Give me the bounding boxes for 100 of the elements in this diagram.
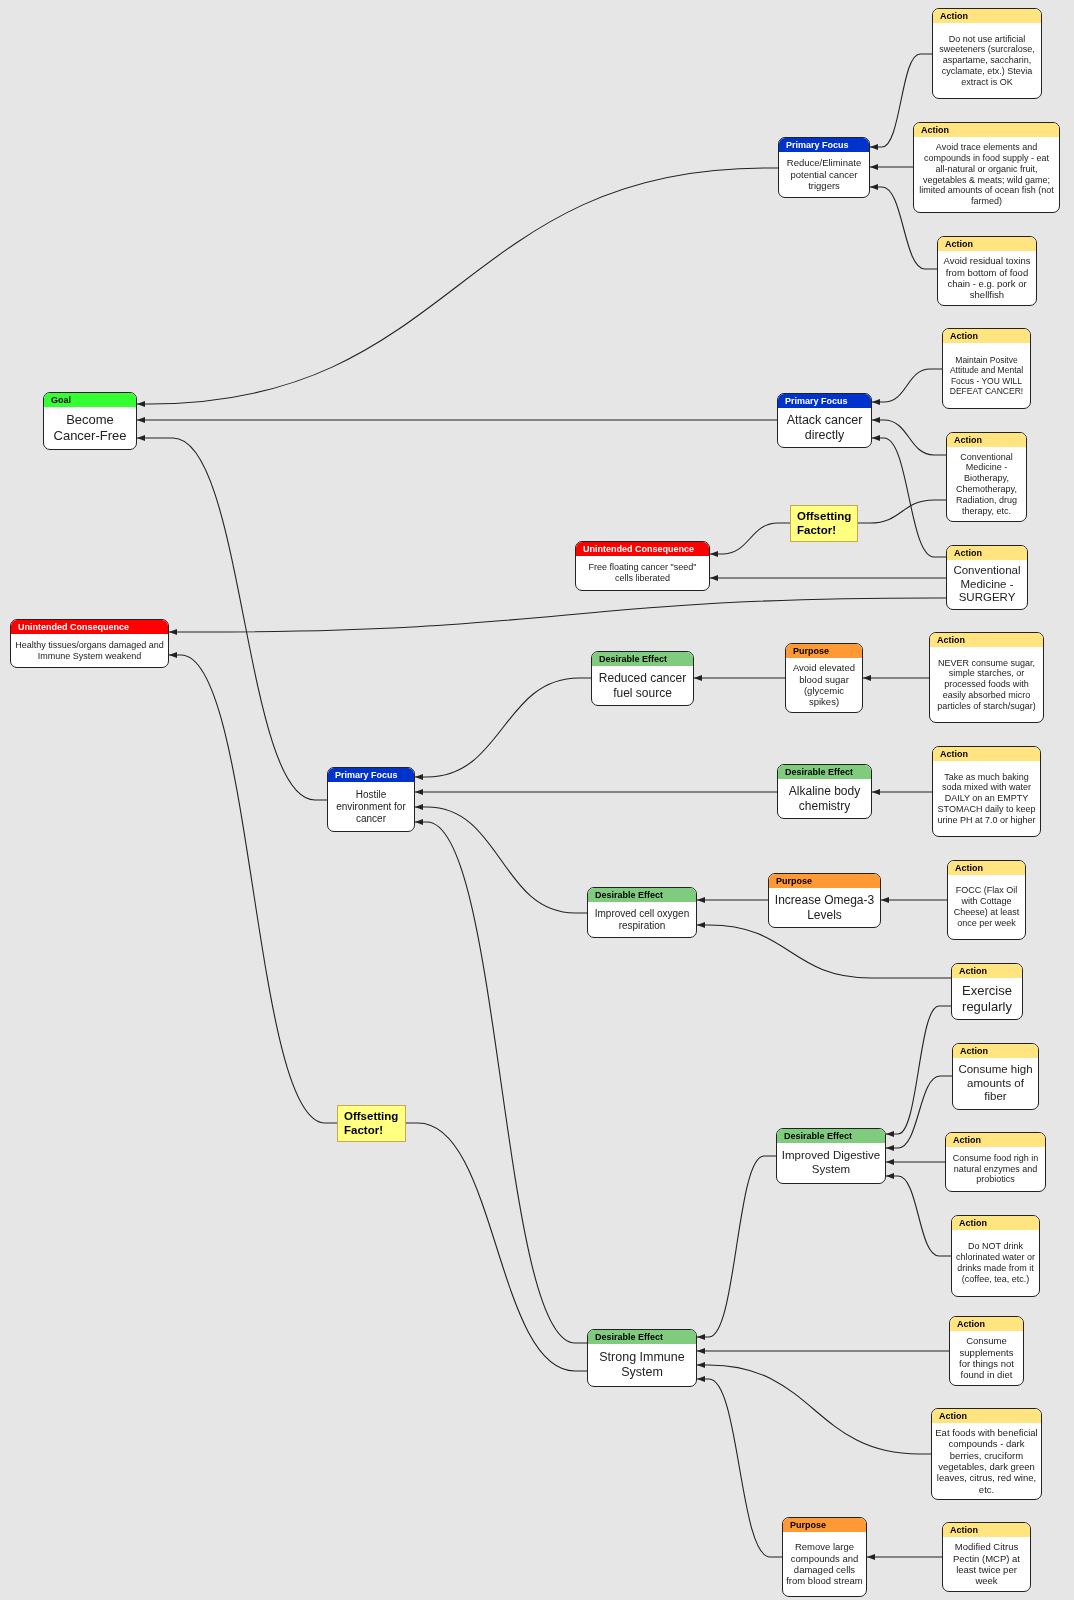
action-card (947, 860, 1026, 940)
card-text: Conventional Medicine - Biotherapy, Chemotherapy, Radiation, drug therapy, etc. (954, 451, 1018, 517)
card-header: Purpose (783, 1518, 866, 1532)
arrow (136, 417, 778, 423)
card-text: Reduced cancer fuel source (597, 671, 688, 700)
card-text: Become Cancer-Free (52, 412, 128, 444)
arrow (869, 164, 914, 170)
card-text: Eat foods with beneficial compounds - dark berries, cruciform vegetables, dark green leaves, citrus, red wine, etc. (935, 1426, 1038, 1496)
action-card (932, 746, 1041, 837)
arrow (871, 417, 947, 456)
action-card (932, 8, 1042, 99)
card-header: Action (943, 1523, 1030, 1537)
arrow (693, 675, 786, 681)
purpose-card (768, 873, 881, 928)
arrow (168, 597, 947, 635)
card-text: Exercise regularly (961, 982, 1013, 1015)
arrow (885, 1005, 952, 1137)
card-text: Consume supplements for things not found in diet (958, 1335, 1015, 1381)
arrow (862, 675, 930, 681)
card-header: Purpose (786, 644, 862, 658)
focus-card (327, 767, 415, 832)
sticky-note: Offsetting Factor! (790, 505, 858, 542)
card-text: Increase Omega-3 Levels (773, 893, 876, 922)
focus-card (778, 137, 870, 198)
arrow (136, 435, 328, 801)
card-header: Primary Focus (778, 394, 871, 408)
effect-card (591, 651, 694, 706)
card-header: Action (943, 329, 1030, 343)
card-header: Action (947, 433, 1026, 447)
card-text: Attack cancer directly (785, 412, 864, 443)
card-text: Maintain Positve Attitude and Mental Focus - YOU WILL DEFEAT CANCER! (948, 355, 1025, 396)
effect-card (587, 1329, 697, 1387)
card-header: Action (914, 123, 1059, 137)
purpose-card (782, 1517, 867, 1597)
arrow (414, 677, 592, 780)
card-header: Primary Focus (779, 138, 869, 152)
arrow (869, 53, 933, 150)
arrow (885, 1159, 946, 1165)
card-text: Healthy tissues/organs damaged and Immune System weakend (14, 639, 165, 662)
action-card (937, 236, 1037, 306)
card-header: Action (946, 1133, 1045, 1147)
connector-line (857, 499, 947, 524)
card-header: Desirable Effect (777, 1129, 885, 1143)
card-header: Desirable Effect (588, 1330, 696, 1344)
card-header: Action (938, 237, 1036, 251)
card-header: Desirable Effect (588, 888, 696, 902)
arrow (871, 368, 943, 405)
card-text: NEVER consume sugar, simple starches, or processed foods with easily absorbed micro particles of starch/sugar) (936, 657, 1037, 712)
card-header: Action (947, 546, 1027, 560)
action-card (913, 122, 1060, 213)
action-card (952, 1043, 1039, 1110)
card-text: Do NOT drink chlorinated water or drinks made from it (coffee, tea, etc.) (955, 1241, 1036, 1285)
card-text: Avoid elevated blood sugar (glycemic spikes) (791, 662, 857, 708)
card-text: Modified Citrus Pectin (MCP) at least twice per week (951, 1541, 1021, 1587)
arrow (880, 897, 948, 903)
card-text: Improved Digestive System (780, 1149, 882, 1177)
card-header: Goal (44, 393, 136, 407)
arrow (696, 1362, 932, 1455)
action-card (946, 545, 1028, 610)
card-header: Unintended Consequence (576, 542, 709, 556)
arrow (869, 184, 938, 270)
purpose-card (785, 643, 863, 713)
arrow (414, 789, 778, 795)
action-card (949, 1316, 1024, 1386)
action-card (951, 963, 1023, 1020)
action-card (931, 1408, 1042, 1500)
arrow (885, 1075, 953, 1151)
arrow (871, 789, 933, 795)
card-text: Free floating cancer "seed" cells liberated (587, 562, 698, 584)
card-header: Action (930, 633, 1043, 647)
action-card (945, 1132, 1046, 1192)
consequence-card (575, 541, 710, 591)
action-card (929, 632, 1044, 723)
action-card (942, 1522, 1031, 1592)
arrow (709, 575, 947, 581)
card-text: Take as much baking soda mixed with water DAILY on an EMPTY STOMACH daily to keep urine PH at 7.0 or higher (936, 771, 1037, 826)
card-header: Purpose (769, 874, 880, 888)
effect-card (776, 1128, 886, 1184)
arrow (696, 922, 952, 979)
sticky-note: Offsetting Factor! (337, 1105, 406, 1142)
card-text: Hostile environment for cancer (335, 788, 407, 825)
card-header: Primary Focus (328, 768, 414, 782)
arrow (885, 1173, 952, 1257)
arrow (866, 1554, 943, 1560)
consequence-card (10, 619, 169, 668)
arrow (871, 435, 947, 558)
arrow (696, 1348, 950, 1354)
card-text: Remove large compounds and damaged cells from blood stream (786, 1541, 863, 1587)
arrow (414, 819, 588, 1344)
card-header: Action (952, 1216, 1039, 1230)
focus-card (777, 393, 872, 448)
card-header: Action (933, 747, 1040, 761)
arrow (414, 804, 588, 914)
connector-line (405, 1122, 588, 1372)
card-text: Do not use artificial sweeteners (surcralose, aspartame, saccharin, cyclamate, etx.) Stevia extract is OK (938, 33, 1036, 88)
action-card (951, 1215, 1040, 1297)
card-text: Alkaline body chemistry (787, 784, 862, 813)
card-text: Consume high amounts of fiber (957, 1062, 1034, 1105)
card-header: Action (932, 1409, 1041, 1423)
card-header: Action (952, 964, 1022, 978)
